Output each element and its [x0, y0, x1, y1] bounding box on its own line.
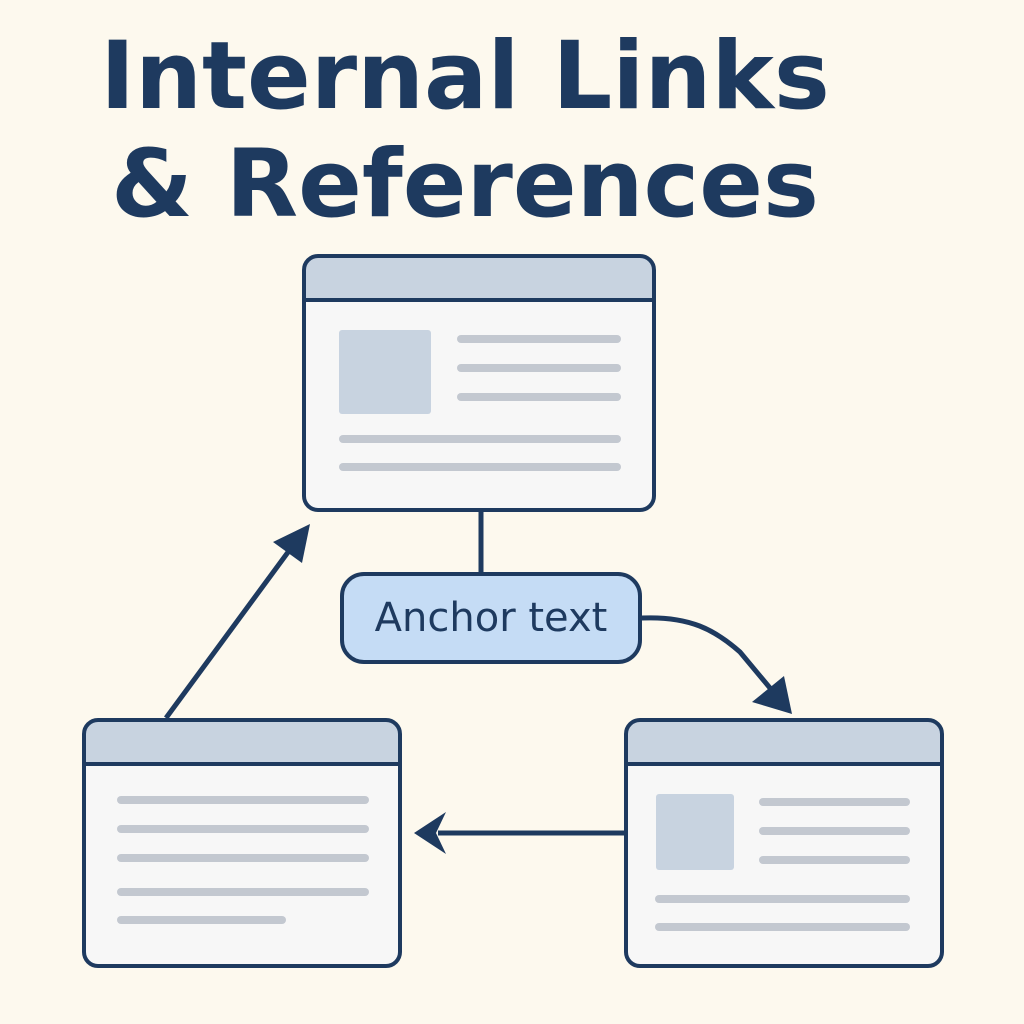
- arrow-shaft: [163, 542, 297, 720]
- arrowhead: [273, 524, 310, 563]
- arrow-anchor-to-right-page: [639, 615, 792, 714]
- window-border: [624, 718, 944, 968]
- anchor-text-link[interactable]: Anchor text: [340, 572, 642, 664]
- arrow-left-page-to-top-page: [163, 524, 310, 720]
- page-window-top[interactable]: [302, 254, 656, 512]
- window-header: [626, 720, 942, 764]
- window-body: [304, 256, 654, 510]
- window-border: [302, 254, 656, 512]
- window-border: [82, 718, 402, 968]
- arrow-shaft: [639, 615, 773, 691]
- image-placeholder: [339, 330, 431, 414]
- page-window-left[interactable]: [82, 718, 402, 968]
- window-body: [626, 720, 942, 966]
- title-line-2: & References: [111, 130, 819, 239]
- anchor-text-label: Anchor text: [374, 595, 608, 641]
- arrowhead: [414, 812, 446, 854]
- window-body: [84, 720, 400, 966]
- window-header: [84, 720, 400, 764]
- image-placeholder: [656, 794, 734, 870]
- window-header: [304, 256, 654, 300]
- arrowhead: [752, 676, 792, 714]
- arrow-right-page-to-left-page: [414, 812, 624, 854]
- title-line-1: Internal Links: [100, 22, 830, 131]
- page-window-right[interactable]: [624, 718, 944, 968]
